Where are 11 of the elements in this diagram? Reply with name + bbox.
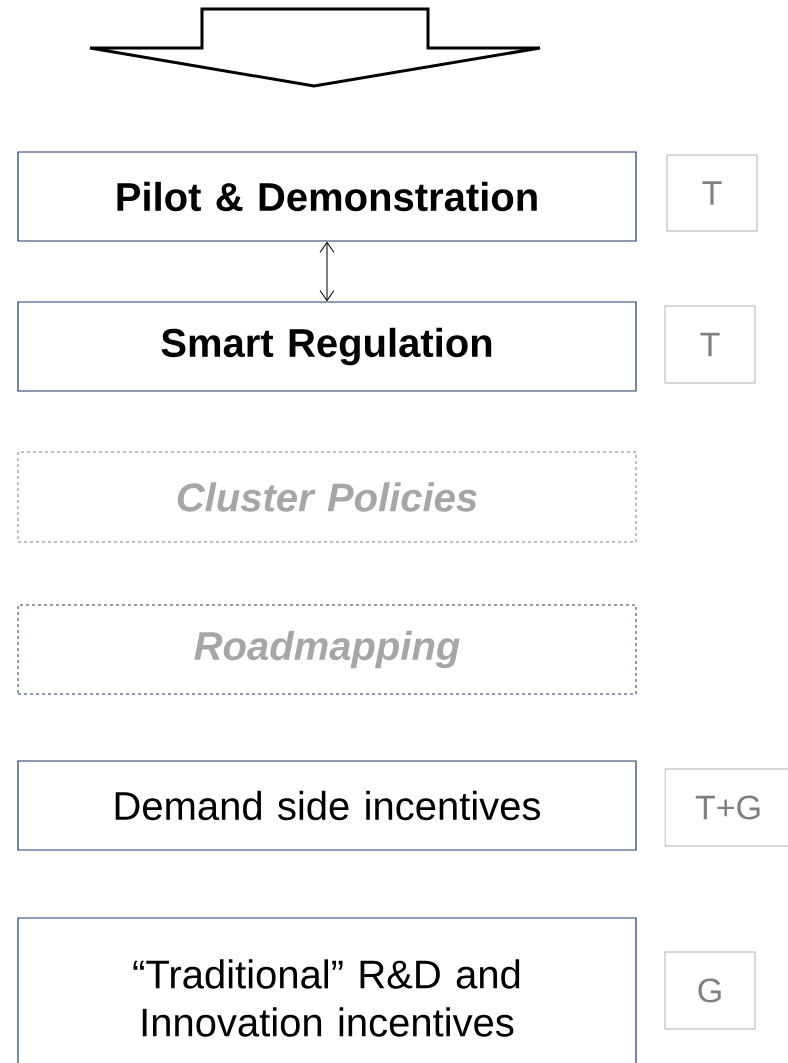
tag-box: T <box>666 154 758 232</box>
process-box: Pilot & Demonstration <box>17 151 637 242</box>
tag-box: T <box>664 305 756 384</box>
arrow <box>319 242 335 302</box>
dashed-box: Cluster Policies <box>17 451 637 543</box>
process-box: Smart Regulation <box>17 301 637 392</box>
dashed-box: Roadmapping <box>17 604 637 695</box>
process-box: “Traditional” R&D and Innovation incentives <box>17 917 637 1063</box>
process-box: Demand side incentives <box>17 760 637 851</box>
tag-box: T+G <box>664 768 788 847</box>
tag-box: G <box>664 951 756 1030</box>
